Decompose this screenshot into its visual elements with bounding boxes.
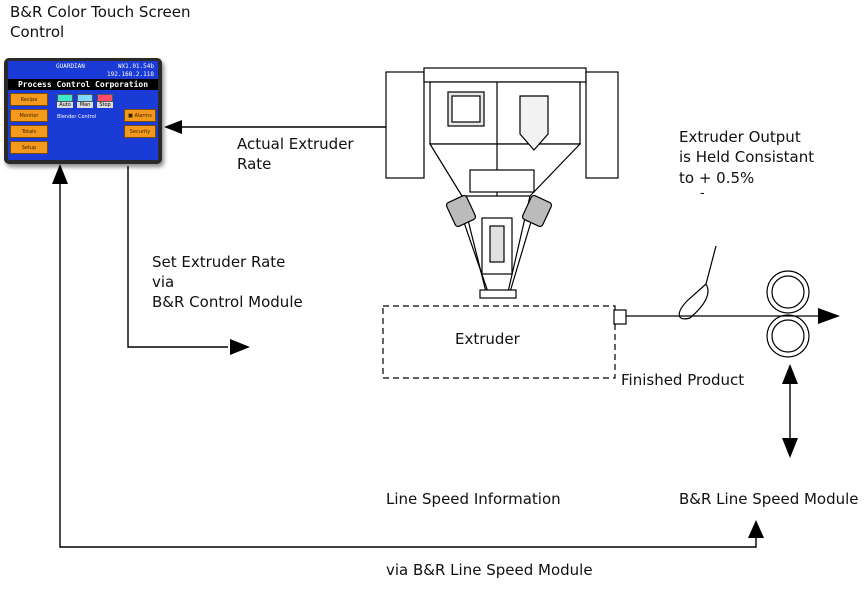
actual-rate-label-1: Actual Extruder (237, 135, 354, 153)
version-text: WX1.01.54b (117, 63, 154, 70)
manual-button[interactable]: Man (77, 94, 93, 108)
line-speed-feedback-connector (52, 164, 764, 548)
auto-button[interactable]: Auto (57, 94, 73, 108)
menu-button-recipe[interactable]: Recipe (10, 93, 48, 106)
stop-indicator (97, 94, 113, 102)
manual-indicator (77, 94, 93, 102)
set-rate-label-2: via (152, 273, 175, 291)
finished-product-label: Finished Product (621, 371, 745, 389)
blender-machine (385, 67, 619, 299)
extruder-label: Extruder (455, 330, 520, 348)
output-label-1: Extruder Output (679, 128, 801, 146)
output-label-3: to + 0.5% (679, 169, 755, 187)
product-line (626, 245, 840, 358)
alarms-label: Alarms (134, 113, 152, 119)
output-minus: - (700, 186, 705, 201)
set-rate-label-3: B&R Control Module (152, 293, 303, 311)
security-button[interactable]: Security (124, 125, 156, 138)
ip-text: 192.168.2.118 (107, 71, 154, 78)
alarms-button[interactable]: ■ Alarms (124, 109, 156, 122)
actual-rate-label-2: Rate (237, 155, 272, 173)
menu-button-totals[interactable]: Totals (10, 125, 48, 138)
via-line-speed-label: via B&R Line Speed Module (386, 561, 593, 579)
touch-screen-title: B&R Color Touch Screen Control (10, 3, 191, 41)
auto-indicator (57, 94, 73, 102)
stop-label: Stop (97, 102, 113, 108)
extruder (382, 305, 627, 379)
touch-screen: GUARDIAN WX1.01.54b 192.168.2.118 Proces… (4, 58, 162, 164)
line-speed-info-label: Line Speed Information (386, 490, 561, 508)
system-name: GUARDIAN (56, 63, 85, 70)
auto-label: Auto (57, 102, 73, 108)
roller-speed-connector (782, 364, 798, 458)
menu-button-monitor[interactable]: Monitor (10, 109, 48, 122)
version-info: WX1.01.54b 192.168.2.118 (107, 63, 154, 79)
set-rate-label-1: Set Extruder Rate (152, 253, 286, 271)
blender-control-panel: Auto Man Stop Blender Control (53, 94, 123, 124)
line-speed-module-label: B&R Line Speed Module (679, 490, 859, 508)
alarm-icon: ■ (128, 113, 133, 119)
menu-button-setup[interactable]: Setup (10, 141, 48, 154)
set-rate-connector (127, 166, 250, 355)
actual-rate-connector (164, 120, 386, 134)
stop-button[interactable]: Stop (97, 94, 113, 108)
output-label-2: is Held Consistant (679, 148, 815, 166)
screen-header: Process Control Corporation (8, 79, 158, 90)
blender-control-label: Blender Control (57, 114, 97, 120)
touch-screen-display: GUARDIAN WX1.01.54b 192.168.2.118 Proces… (8, 61, 158, 160)
manual-label: Man (77, 102, 93, 108)
